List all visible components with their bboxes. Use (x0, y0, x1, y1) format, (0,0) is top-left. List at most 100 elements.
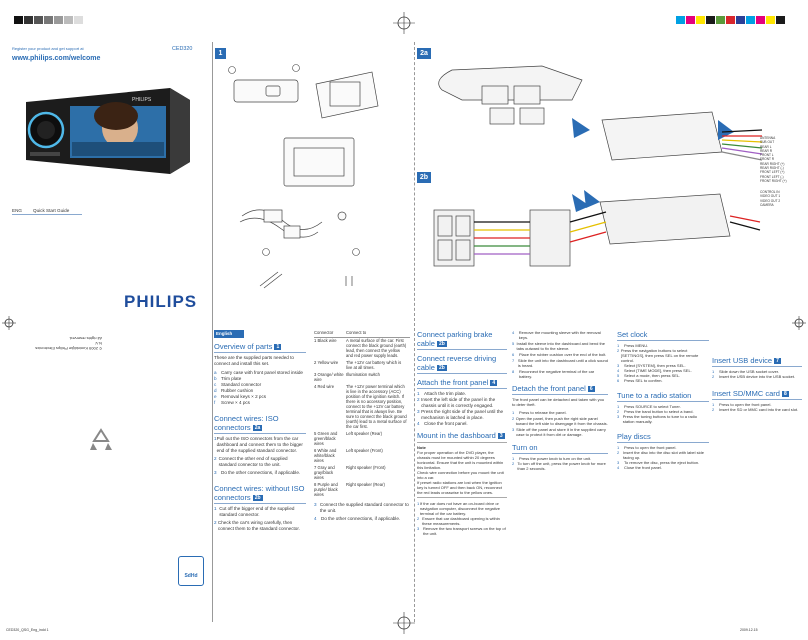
registration-mark-icon (393, 612, 415, 634)
iso-title: Connect wires: ISO connectors 2a (214, 414, 279, 432)
registration-mark-icon (393, 12, 415, 34)
support-url[interactable]: www.philips.com/welcome (12, 55, 101, 62)
footer-left: CED320_QSG_Eng_indd 1 (6, 628, 49, 632)
cover-divider (12, 214, 82, 215)
svg-text:PHILIPS: PHILIPS (132, 97, 152, 103)
panel-divider (414, 42, 415, 622)
register-text: Register your product and get support at (12, 46, 84, 51)
registration-mark-icon (2, 316, 16, 330)
registration-mark-icon (792, 316, 806, 330)
car-stereo-product-image: PHILIPS (26, 88, 190, 174)
col3-section: Connect parking brake cable 2b Connect r… (417, 330, 507, 536)
panel-divider (212, 42, 213, 622)
recycle-icon (90, 428, 112, 450)
sdhd-logo: SdHd (178, 556, 204, 586)
sd-title: Insert SD/MMC card 8 (712, 389, 789, 398)
step-badge-2b: 2b (417, 172, 431, 183)
radio-title: Tune to a radio station (617, 391, 692, 400)
turnon-title: Turn on (512, 443, 538, 452)
clock-title: Set clock (617, 330, 648, 339)
color-calibration-bar (676, 16, 796, 26)
detach-intro: The front panel can be detached and take… (512, 397, 605, 407)
step-badge-1: 1 (215, 48, 226, 59)
model-number: CED320 (172, 46, 193, 52)
usb-title: Insert USB device 7 (712, 356, 781, 365)
note-box: Note For proper operation of the DVD pla… (417, 442, 507, 498)
gray-calibration-bar (14, 16, 94, 26)
brand-logo: PHILIPS (124, 292, 198, 311)
attach-title: Attach the front panel 4 (417, 378, 498, 387)
noiso-title: Connect wires: without ISO connectors 2b (214, 484, 305, 502)
table-header-row: Connector Connect to (314, 330, 410, 338)
detach-title: Detach the front panel 6 (512, 384, 595, 393)
wiring-diagram (433, 190, 761, 267)
step-badge-2a: 2a (417, 48, 431, 59)
overview-intro: These are the supplied parts needed to c… (214, 355, 294, 366)
note-label: Note (417, 445, 426, 450)
col1-section: Overview of parts 1 These are the suppli… (214, 342, 306, 532)
overview-title: Overview of parts 1 (214, 342, 282, 351)
mount-title: Mount in the dashboard 3 (417, 431, 505, 440)
footer-right: 2009.12.15 (740, 628, 758, 632)
copyright: © 2009 Koninklijke Philips Electronics N… (35, 336, 102, 351)
parts-illustration (228, 64, 379, 289)
